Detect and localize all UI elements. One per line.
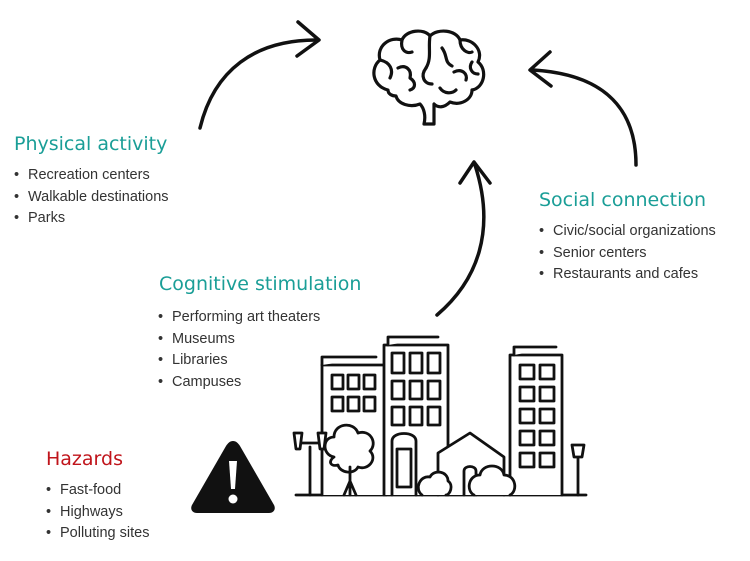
social-connection-list: Civic/social organizations Senior center… — [539, 221, 716, 286]
list-item: Restaurants and cafes — [539, 264, 716, 286]
physical-activity-title: Physical activity — [14, 133, 168, 155]
warning-icon — [191, 441, 275, 513]
social-connection-title: Social connection — [539, 189, 707, 211]
list-item: Performing art theaters — [158, 307, 320, 329]
list-item: Recreation centers — [14, 165, 169, 187]
physical-activity-list: Recreation centers Walkable destinations… — [14, 165, 169, 230]
hazards-list: Fast-food Highways Polluting sites — [46, 480, 149, 545]
list-item: Highways — [46, 502, 149, 524]
brain-icon — [372, 29, 486, 126]
city-icon — [292, 335, 588, 497]
hazards-title: Hazards — [46, 448, 123, 470]
list-item: Senior centers — [539, 243, 716, 265]
list-item: Walkable destinations — [14, 187, 169, 209]
list-item: Fast-food — [46, 480, 149, 502]
list-item: Polluting sites — [46, 523, 149, 545]
cognitive-stimulation-list: Performing art theaters Museums Librarie… — [158, 307, 320, 393]
list-item: Civic/social organizations — [539, 221, 716, 243]
list-item: Museums — [158, 329, 320, 351]
cognitive-stimulation-title: Cognitive stimulation — [159, 273, 362, 295]
list-item: Parks — [14, 208, 169, 230]
list-item: Libraries — [158, 350, 320, 372]
list-item: Campuses — [158, 372, 320, 394]
